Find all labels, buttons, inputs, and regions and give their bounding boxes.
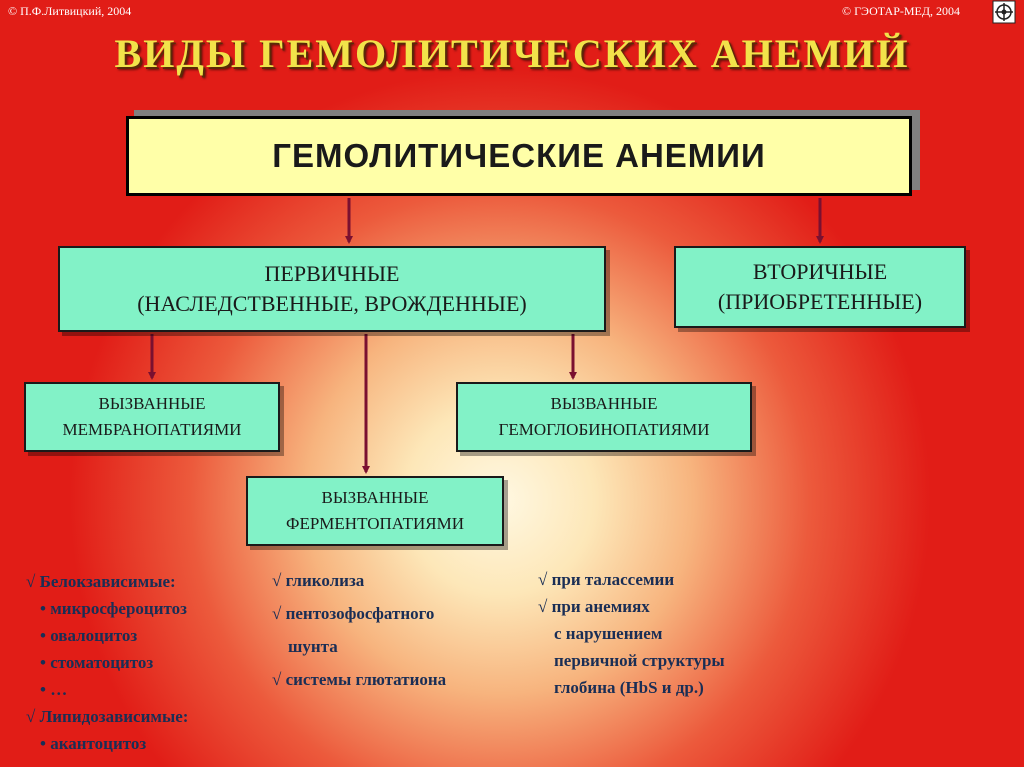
- membranopathy-node-line1: ВЫЗВАННЫЕ: [98, 394, 206, 413]
- copyright-left: © П.Ф.Литвицкий, 2004: [8, 4, 132, 18]
- primary-node: ПЕРВИЧНЫЕ (НАСЛЕДСТВЕННЫЕ, ВРОЖДЕННЫЕ): [58, 246, 606, 332]
- list-item: √ Белокзависимые:: [26, 572, 176, 591]
- list-item: • овалоцитоз: [40, 626, 138, 645]
- membranopathy-node: ВЫЗВАННЫЕ МЕМБРАНОПАТИЯМИ: [24, 382, 280, 452]
- list-item: √ гликолиза: [272, 571, 365, 590]
- secondary-node: ВТОРИЧНЫЕ (ПРИОБРЕТЕННЫЕ): [674, 246, 966, 328]
- secondary-node-line2: (ПРИОБРЕТЕННЫЕ): [717, 289, 923, 314]
- hemoglobinopathy-node-line2: ГЕМОГЛОБИНОПАТИЯМИ: [498, 420, 710, 439]
- enzymopathy-node-line1: ВЫЗВАННЫЕ: [321, 488, 429, 507]
- list-item: первичной структуры: [554, 651, 725, 670]
- list-item: • стоматоцитоз: [40, 653, 154, 672]
- list-item: • акантоцитоз: [40, 734, 147, 753]
- publisher-logo-icon: [992, 0, 1016, 24]
- list-item: √ системы глютатиона: [272, 670, 447, 689]
- membranopathy-list: √ Белокзависимые: • микросфероцитоз • ов…: [26, 568, 188, 757]
- membranopathy-node-line2: МЕМБРАНОПАТИЯМИ: [62, 420, 242, 439]
- primary-node-line2: (НАСЛЕДСТВЕННЫЕ, ВРОЖДЕННЫЕ): [137, 291, 527, 316]
- list-item: √ при талассемии: [538, 570, 675, 589]
- list-item: √ Липидозависимые:: [26, 707, 189, 726]
- hemoglobinopathy-node: ВЫЗВАННЫЕ ГЕМОГЛОБИНОПАТИЯМИ: [456, 382, 752, 452]
- secondary-node-line1: ВТОРИЧНЫЕ: [752, 259, 888, 284]
- list-item: с нарушением: [554, 624, 663, 643]
- enzymopathy-node-line2: ФЕРМЕНТОПАТИЯМИ: [286, 514, 464, 533]
- list-item: • …: [40, 680, 68, 699]
- primary-node-line1: ПЕРВИЧНЫЕ: [264, 261, 400, 286]
- enzymopathy-node: ВЫЗВАННЫЕ ФЕРМЕНТОПАТИЯМИ: [246, 476, 504, 546]
- hemoglobinopathy-node-line1: ВЫЗВАННЫЕ: [550, 394, 658, 413]
- list-item: √ при анемиях: [538, 597, 650, 616]
- slide-title: ВИДЫ ГЕМОЛИТИЧЕСКИХ АНЕМИЙ: [114, 31, 910, 76]
- list-item: шунта: [288, 637, 338, 656]
- root-node: ГЕМОЛИТИЧЕСКИЕ АНЕМИИ: [126, 116, 912, 196]
- list-item: √ пентозофосфатного: [272, 604, 435, 623]
- hemoglobinopathy-list: √ при талассемии √ при анемиях с нарушен…: [538, 566, 725, 701]
- root-node-label: ГЕМОЛИТИЧЕСКИЕ АНЕМИИ: [272, 137, 766, 174]
- copyright-right: © ГЭОТАР-МЕД, 2004: [842, 4, 961, 18]
- enzymopathy-list: √ гликолиза √ пентозофосфатного шунта √ …: [272, 564, 446, 696]
- list-item: • микросфероцитоз: [40, 599, 187, 618]
- list-item: глобина (HbS и др.): [554, 678, 704, 697]
